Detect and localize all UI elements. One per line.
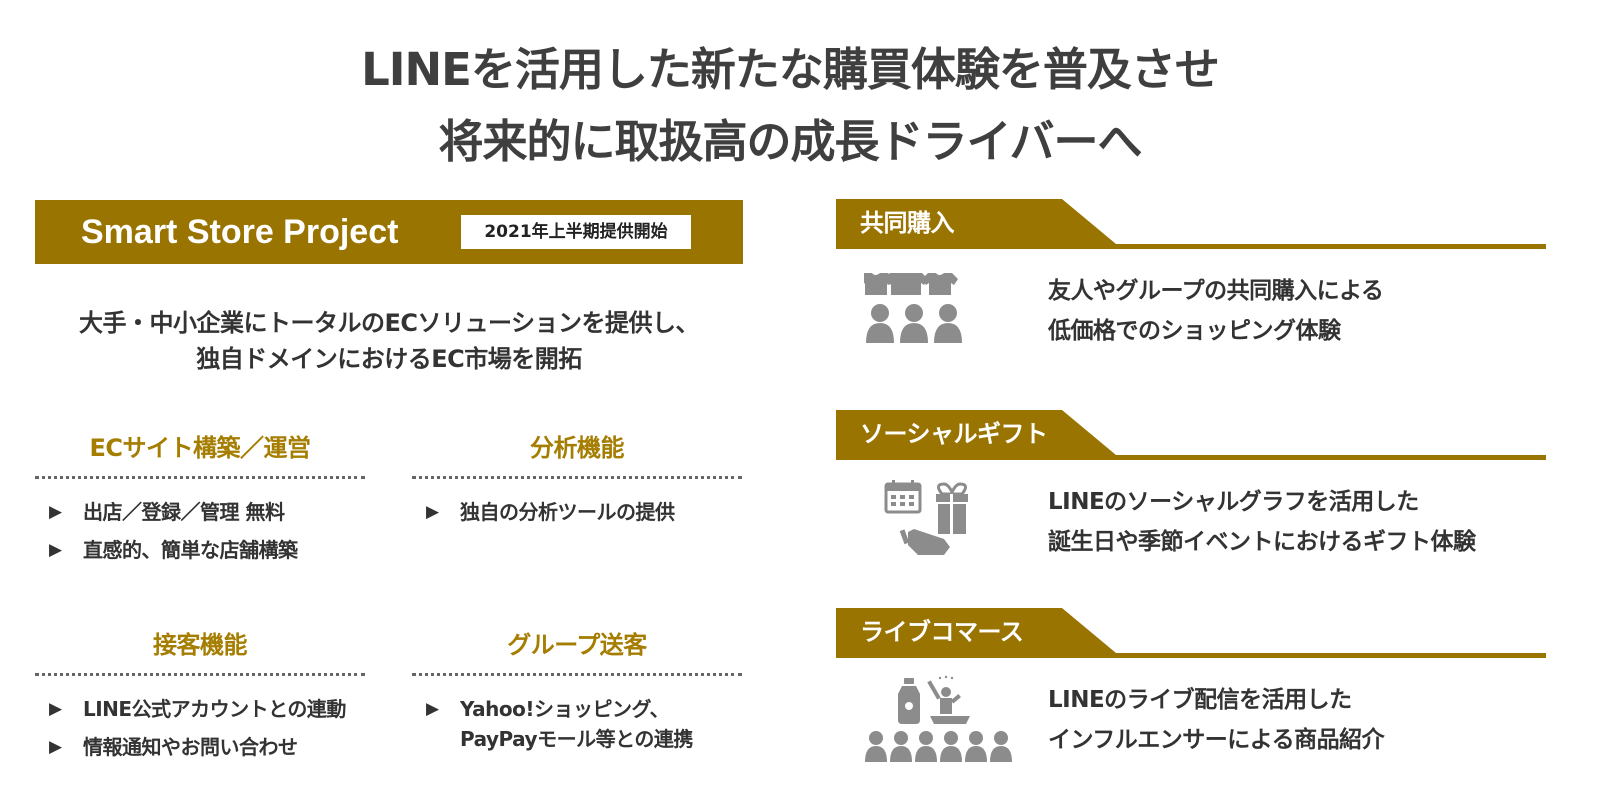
smart-store-title: Smart Store Project — [81, 213, 399, 251]
section-group-purchase: 共同購入 友人やグループの共同購入による 低価格でのショッピング体験 — [836, 199, 1546, 359]
section-description: 友人やグループの共同購入による 低価格でのショッピング体験 — [1048, 278, 1384, 344]
dotted-divider — [35, 673, 365, 676]
group-purchase-icon — [858, 269, 974, 353]
social-gift-icon — [864, 480, 974, 564]
dotted-divider — [412, 476, 742, 479]
dotted-divider — [35, 476, 365, 479]
feature-analytics: 分析機能 ▶ 独自の分析ツールの提供 — [412, 430, 742, 531]
feature-item: ▶ 直感的、簡単な店舗構築 — [35, 531, 365, 569]
section-label: ライブコマース — [860, 618, 1024, 646]
section-label: 共同購入 — [860, 209, 955, 237]
feature-item: ▶ LINE公式アカウントとの連動 — [35, 690, 365, 728]
launch-badge: 2021年上半期提供開始 — [461, 215, 691, 249]
dotted-divider — [412, 673, 742, 676]
feature-title: 分析機能 — [530, 434, 625, 462]
triangle-bullet-icon: ▶ — [49, 540, 62, 560]
feature-item: ▶ 情報通知やお問い合わせ — [35, 728, 365, 766]
smart-store-banner: Smart Store Project 2021年上半期提供開始 — [35, 200, 743, 264]
feature-list: ▶ Yahoo!ショッピング、 PayPayモール等との連携 — [412, 690, 742, 758]
feature-title: ECサイト構築／運営 — [89, 434, 311, 462]
feature-item: ▶ Yahoo!ショッピング、 PayPayモール等との連携 — [412, 690, 742, 758]
feature-list: ▶ LINE公式アカウントとの連動 ▶ 情報通知やお問い合わせ — [35, 690, 365, 766]
description-line-2: 独自ドメインにおけるEC市場を開拓 — [196, 345, 582, 373]
section-body: LINEのライブ配信を活用した インフルエンサーによる商品紹介 — [836, 658, 1546, 768]
triangle-bullet-icon: ▶ — [49, 502, 62, 522]
section-label: ソーシャルギフト — [860, 420, 1048, 448]
section-description: LINEのソーシャルグラフを活用した 誕生日や季節イベントにおけるギフト体験 — [1048, 489, 1476, 555]
section-header: ソーシャルギフト — [836, 410, 1546, 460]
header-tab-shape — [836, 199, 1546, 249]
section-description: LINEのライブ配信を活用した インフルエンサーによる商品紹介 — [1048, 687, 1385, 753]
triangle-bullet-icon: ▶ — [49, 699, 62, 719]
feature-title: グループ送客 — [507, 631, 647, 659]
feature-item: ▶ 独自の分析ツールの提供 — [412, 493, 742, 531]
page-title: LINEを活用した新たな購買体験を普及させ 将来的に取扱高の成長ドライバーへ — [0, 34, 1580, 178]
section-header: ライブコマース — [836, 608, 1546, 658]
section-body: LINEのソーシャルグラフを活用した 誕生日や季節イベントにおけるギフト体験 — [836, 460, 1546, 570]
feature-customer-service: 接客機能 ▶ LINE公式アカウントとの連動 ▶ 情報通知やお問い合わせ — [35, 627, 365, 766]
live-commerce-icon — [864, 674, 1024, 768]
feature-ec-site: ECサイト構築／運営 ▶ 出店／登録／管理 無料 ▶ 直感的、簡単な店舗構築 — [35, 430, 365, 569]
triangle-bullet-icon: ▶ — [426, 502, 439, 522]
smart-store-description: 大手・中小企業にトータルのECソリューションを提供し、 独自ドメインにおけるEC… — [35, 305, 743, 377]
section-header: 共同購入 — [836, 199, 1546, 249]
feature-item: ▶ 出店／登録／管理 無料 — [35, 493, 365, 531]
description-line-1: 大手・中小企業にトータルのECソリューションを提供し、 — [78, 309, 700, 337]
page-title-line-1: LINEを活用した新たな購買体験を普及させ — [361, 43, 1220, 96]
header-tab-shape — [836, 410, 1546, 460]
feature-group-traffic: グループ送客 ▶ Yahoo!ショッピング、 PayPayモール等との連携 — [412, 627, 742, 758]
section-live-commerce: ライブコマース — [836, 608, 1546, 768]
section-body: 友人やグループの共同購入による 低価格でのショッピング体験 — [836, 249, 1546, 359]
triangle-bullet-icon: ▶ — [49, 737, 62, 757]
header-tab-shape — [836, 608, 1546, 658]
feature-list: ▶ 独自の分析ツールの提供 — [412, 493, 742, 531]
section-social-gift: ソーシャルギフト — [836, 410, 1546, 570]
feature-list: ▶ 出店／登録／管理 無料 ▶ 直感的、簡単な店舗構築 — [35, 493, 365, 569]
feature-title: 接客機能 — [153, 631, 248, 659]
page-title-line-2: 将来的に取扱高の成長ドライバーへ — [438, 115, 1142, 168]
triangle-bullet-icon: ▶ — [426, 699, 439, 719]
